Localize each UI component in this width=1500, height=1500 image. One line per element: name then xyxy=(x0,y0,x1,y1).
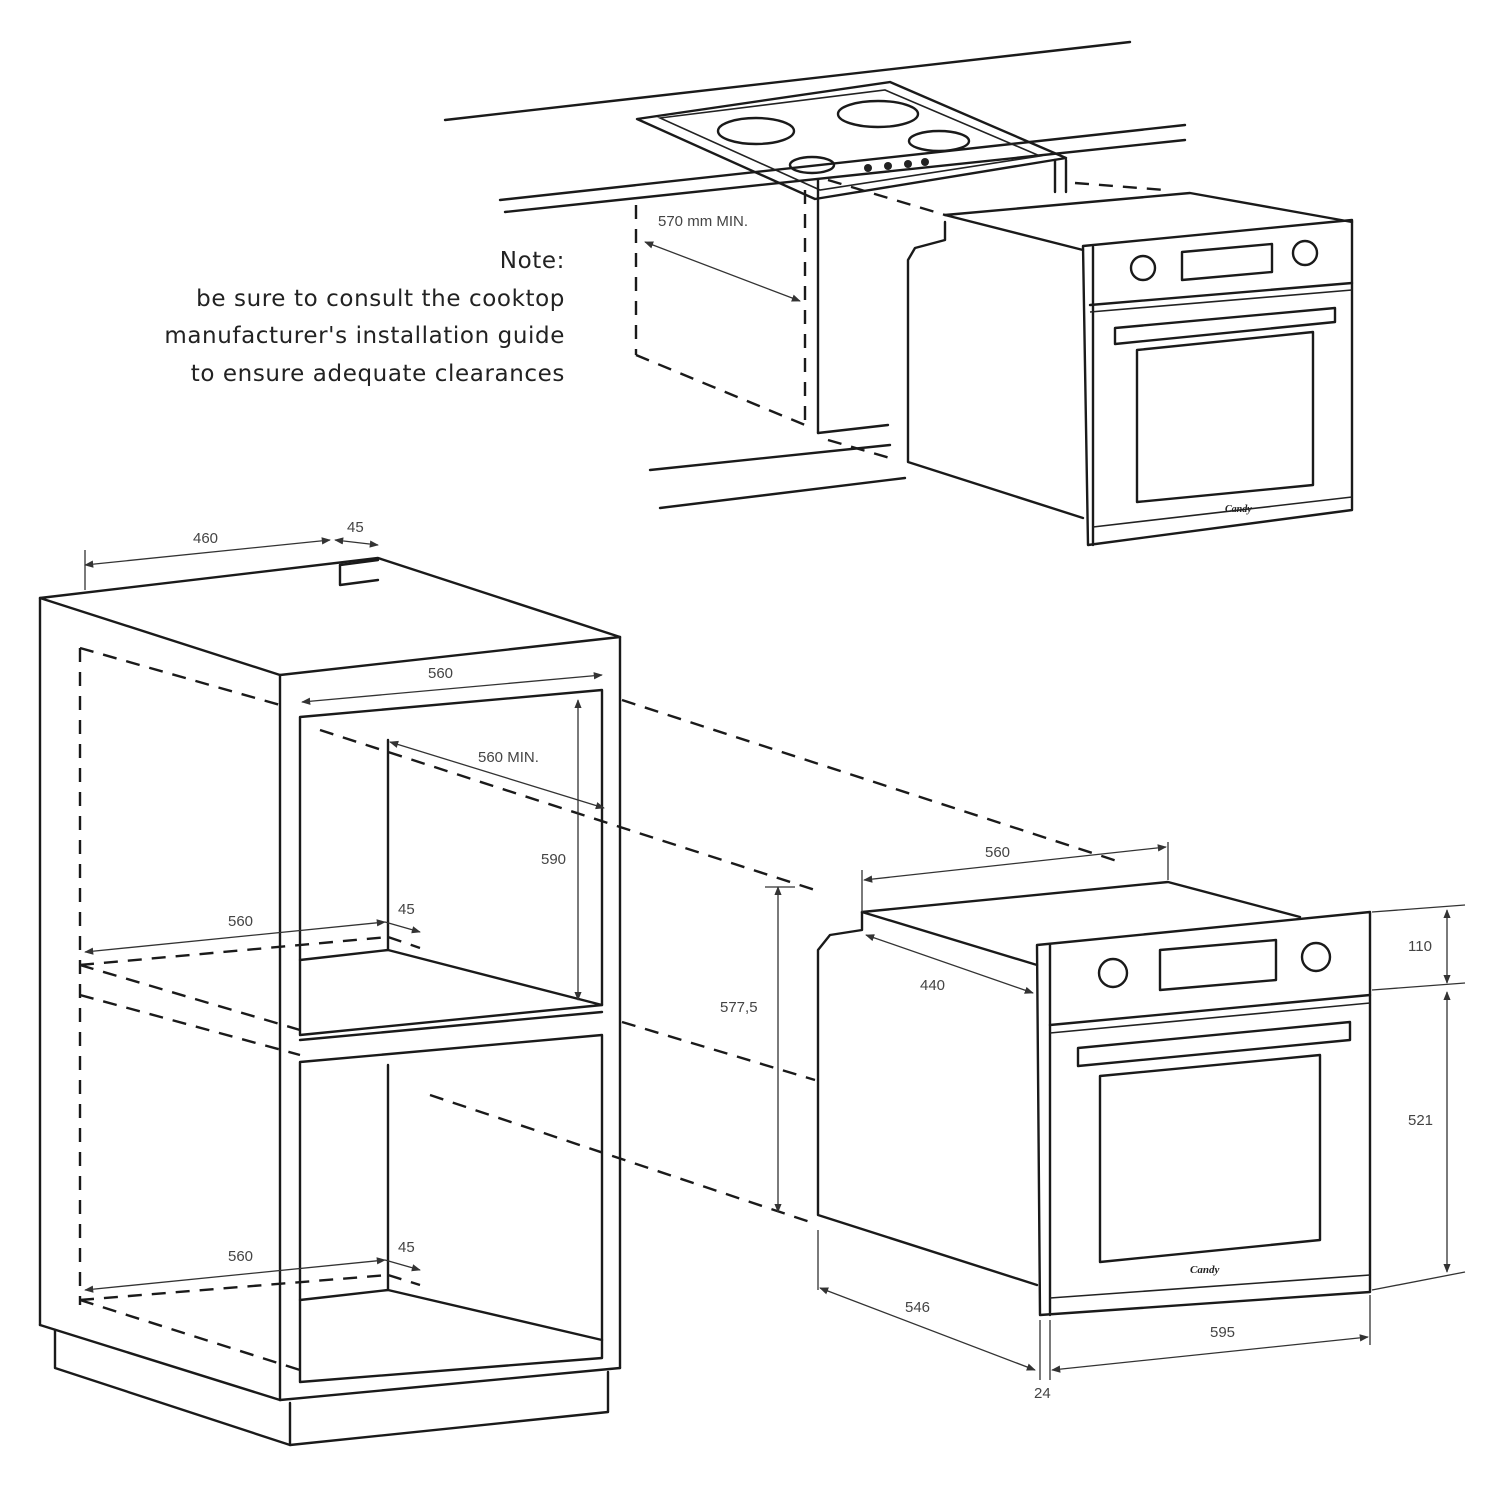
dim-panel-height: 110 xyxy=(1408,938,1432,955)
display-icon xyxy=(1180,242,1274,282)
base-cabinet xyxy=(38,556,622,1447)
note-line-1: be sure to consult the cooktop xyxy=(196,285,565,312)
upper-cabinet-outline: 570 mm MIN. xyxy=(634,158,1166,460)
cooktop xyxy=(635,80,1068,201)
dim-oven-top-width: 560 xyxy=(985,844,1010,861)
knob-icon xyxy=(1097,957,1129,989)
burner-icon xyxy=(836,99,920,129)
oven-handle xyxy=(1076,1020,1352,1068)
note-heading: Note: xyxy=(499,248,565,274)
knob-icon xyxy=(1300,941,1332,973)
dim-top-depth: 460 xyxy=(193,530,218,547)
dim-shelf-gap-lower: 45 xyxy=(398,1239,415,1256)
svg-text:Candy: Candy xyxy=(1225,504,1252,515)
dim-door-height: 521 xyxy=(1408,1112,1433,1129)
oven-window xyxy=(1135,330,1315,504)
projection-lines xyxy=(319,698,1121,1224)
dim-shelf-depth-lower: 560 xyxy=(228,1248,253,1265)
dim-frame-thickness: 24 xyxy=(1034,1385,1051,1402)
svg-text:Candy: Candy xyxy=(1190,1264,1219,1276)
oven-window xyxy=(1098,1053,1322,1264)
dim-oven-body-height: 577,5 xyxy=(720,999,758,1016)
display-icon xyxy=(1158,938,1278,992)
burner-icon xyxy=(716,116,796,146)
dim-overall-depth: 546 xyxy=(905,1299,930,1316)
oven-top-view: Candy xyxy=(906,191,1354,547)
dim-opening-height: 590 xyxy=(541,851,566,868)
dim-top-gap: 45 xyxy=(347,519,364,536)
dim-shelf-gap-upper: 45 xyxy=(398,901,415,918)
installation-note: Note: be sure to consult the cooktop man… xyxy=(164,243,565,393)
burner-icon xyxy=(788,155,836,175)
knob-icon xyxy=(1291,239,1319,267)
dim-oven-side-depth: 440 xyxy=(920,977,945,994)
cabinet-dimensions: 460 45 560 560 MIN. 590 560 45 560 45 xyxy=(84,519,605,1293)
clearance-label: 570 mm MIN. xyxy=(658,213,748,230)
countertop xyxy=(443,40,1187,510)
oven-dimension-view: Candy xyxy=(816,880,1372,1317)
dim-shelf-depth-upper: 560 xyxy=(228,913,253,930)
dim-front-width: 560 xyxy=(428,665,453,682)
oven-handle xyxy=(1113,306,1337,346)
knob-icon xyxy=(1129,254,1157,282)
note-line-3: to ensure adequate clearances xyxy=(190,360,565,387)
oven-dimensions: 560 440 577,5 110 521 546 595 24 xyxy=(720,842,1466,1402)
dim-front-width: 595 xyxy=(1210,1324,1235,1341)
dim-min-depth: 560 MIN. xyxy=(478,749,539,766)
burner-icon xyxy=(907,129,971,153)
note-line-2: manufacturer's installation guide xyxy=(164,323,565,349)
